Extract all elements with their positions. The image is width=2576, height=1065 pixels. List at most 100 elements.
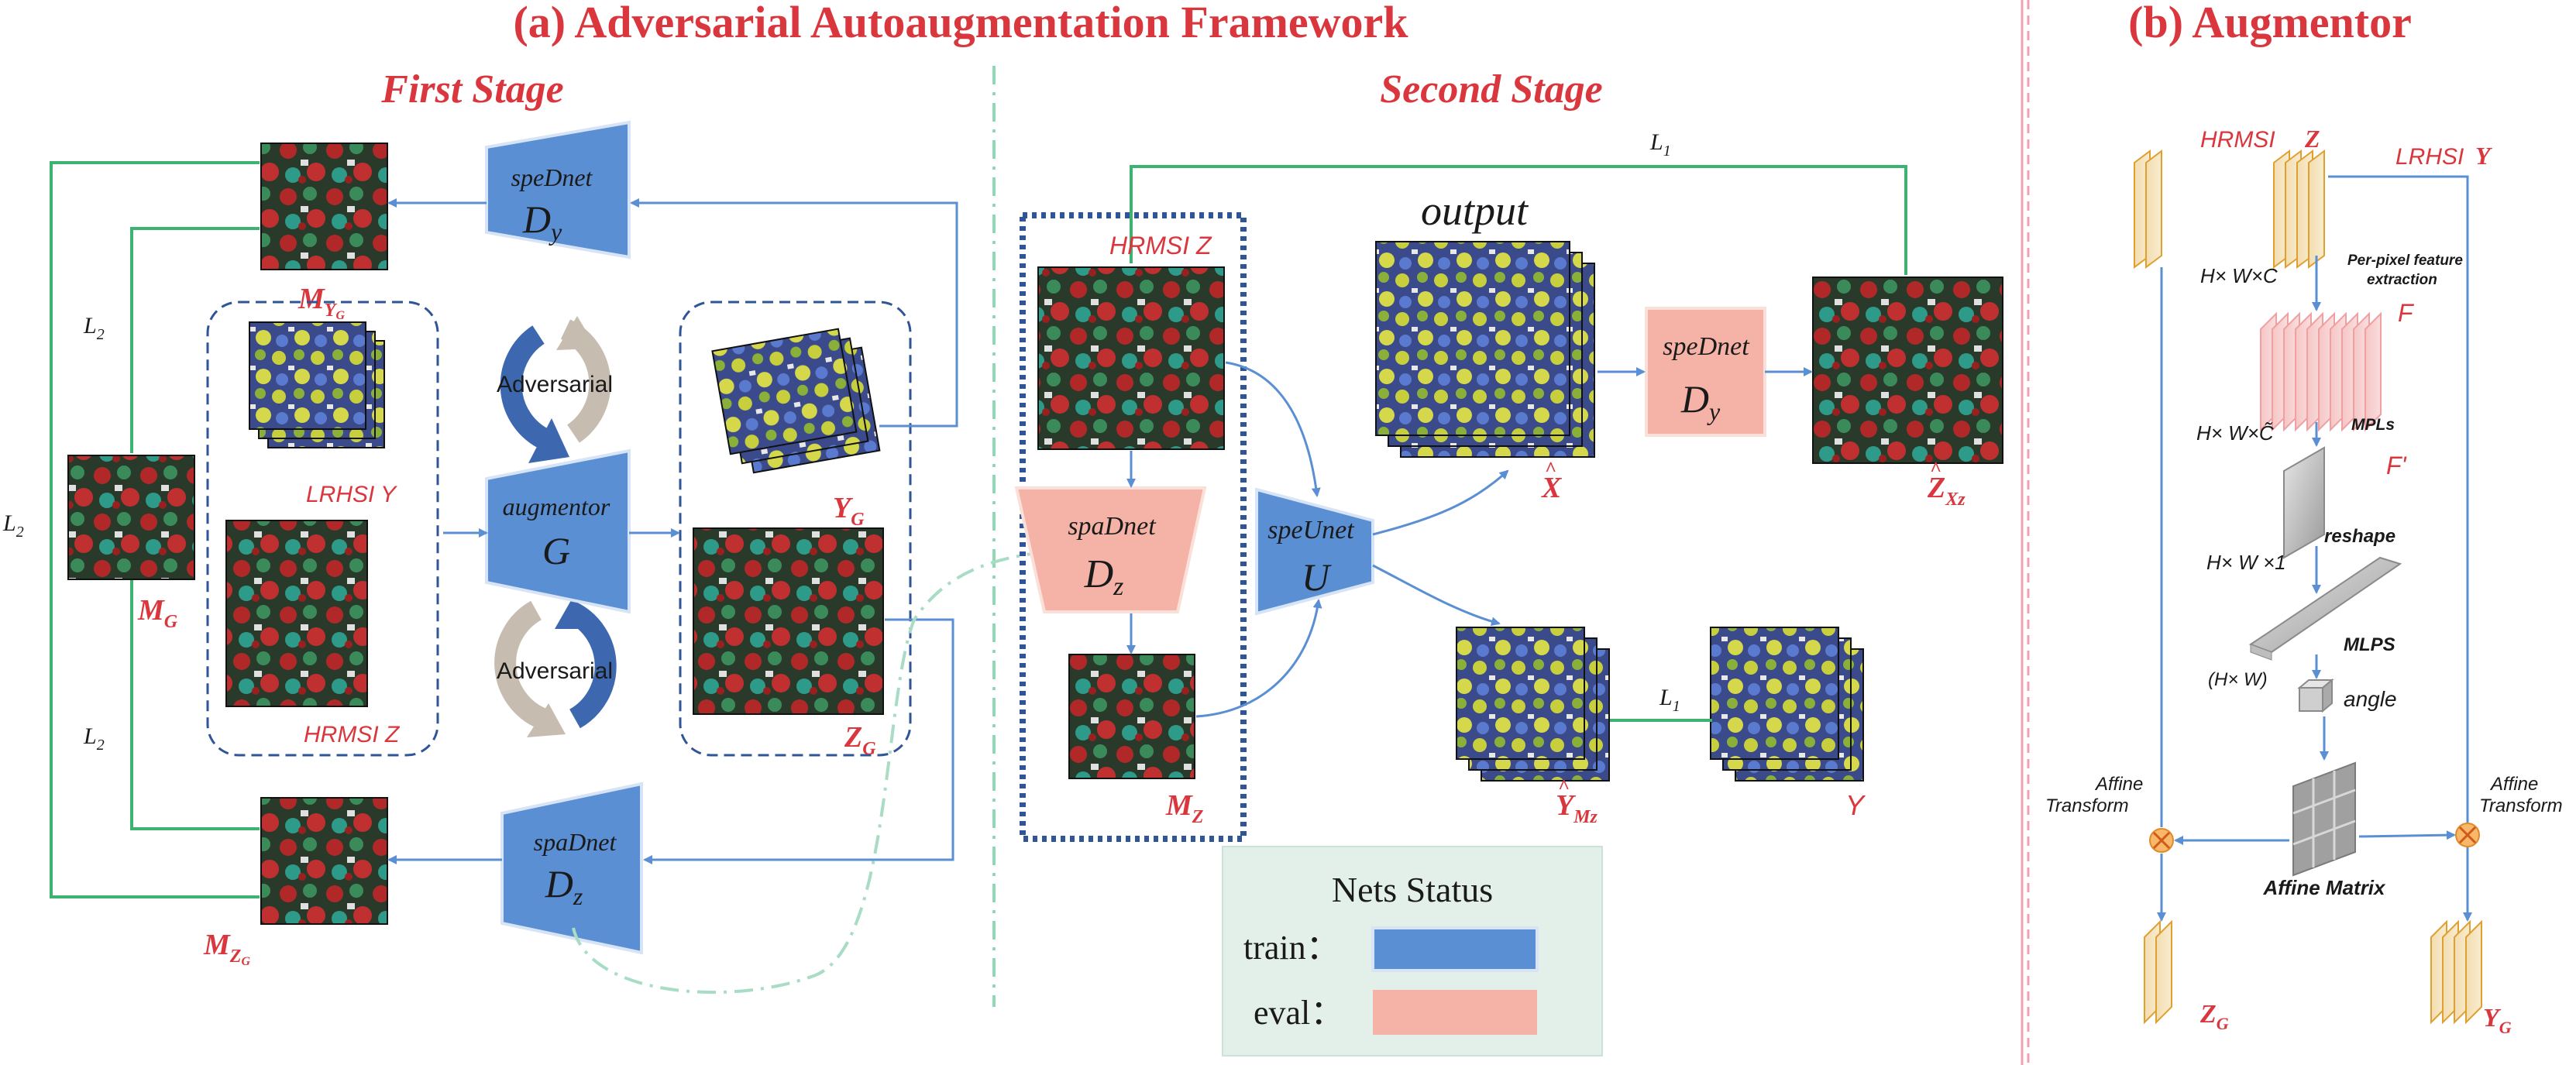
svg-text:spaDnet: spaDnet [1068, 512, 1157, 541]
legend-eval-swatch [1373, 990, 1537, 1035]
l1-top-label: L1 [1649, 129, 1671, 160]
spednet-dy-net[interactable]: speDnet Dy [485, 120, 631, 259]
legend-train-swatch [1371, 926, 1539, 972]
hrmsi-z-image-2 [1037, 266, 1225, 450]
affine-matrix-label: Affine Matrix [2263, 876, 2387, 899]
l2-label-top: L2 [83, 313, 105, 343]
output-label: output [1421, 187, 1529, 234]
z-hat-xz-label: ZXz [1927, 472, 1966, 510]
m-z-label: MZ [1165, 789, 1204, 827]
x-hat-stack [1375, 241, 1595, 458]
svg-text:train：: train： [1243, 929, 1340, 967]
spednet-dy-eval-net[interactable]: speDnet Dy [1645, 307, 1766, 437]
aug-lrhsi-var: Y [2475, 142, 2492, 170]
hrmsi-z-label-2: HRMSI Z [1109, 232, 1212, 259]
dim-hw-label: (H× W) [2208, 669, 2268, 690]
svg-text:Adversarial: Adversarial [497, 372, 613, 397]
per-pixel-label: Per-pixel feature [2347, 253, 2463, 269]
spadnet-dz-eval-net[interactable]: spaDnet Dz [1014, 486, 1207, 613]
svg-text:Dz: Dz [545, 862, 583, 910]
aug-yg-plates [2430, 919, 2482, 1025]
lrhsi-y-label: LRHSI Y [306, 482, 397, 507]
l1-top-line [1130, 165, 1907, 275]
dim-hwc-label: H× W×C [2200, 264, 2278, 287]
augmented-group-box [679, 301, 912, 757]
svg-text:Dy: Dy [1680, 377, 1721, 425]
first-stage-title: First Stage [380, 67, 564, 112]
x-hat-caret: ^ [1545, 458, 1556, 480]
y-hat-mz-label: YMz [1556, 789, 1598, 827]
l1-mid-label: L1 [1659, 685, 1680, 715]
aug-hrmsi-var: Z [2304, 125, 2320, 153]
svg-text:speDnet: speDnet [1663, 332, 1750, 361]
input-group-box [206, 301, 439, 757]
m-z-image [1068, 654, 1195, 779]
y-label: Y [1845, 789, 1866, 821]
m-zg-label: MZG [203, 929, 250, 968]
augmentor-g-net[interactable]: augmentor G [485, 448, 631, 614]
affine-left-2: Transform [2045, 795, 2129, 816]
aug-hrmsi-label: HRMSI [2200, 127, 2275, 153]
speunet-u-net[interactable]: speUnet U [1255, 487, 1374, 616]
aug-hrmsi-plates [2134, 149, 2162, 269]
augmentor-arrows [2157, 175, 2472, 922]
svg-text:speDnet: speDnet [511, 163, 593, 191]
svg-text:G: G [542, 529, 570, 572]
y-stack [1710, 627, 1864, 782]
m-yg-label: MYG [297, 283, 345, 322]
svg-text:Adversarial: Adversarial [497, 658, 613, 684]
svg-text:eval：: eval： [1254, 994, 1344, 1032]
adversarial-bottom: Adversarial [494, 596, 617, 737]
dim-hwc-tilde-label: H× W×C̃ [2196, 421, 2274, 445]
m-g-image [67, 455, 195, 580]
spadnet-dz-net[interactable]: spaDnet Dz [500, 782, 643, 955]
panel-b-title: (b) Augmentor [2128, 0, 2412, 47]
l2-loss-lines [50, 161, 260, 898]
svg-text:augmentor: augmentor [503, 493, 610, 520]
angle-label: angle [2344, 687, 2397, 711]
adversarial-top: Adversarial [497, 316, 613, 463]
first-stage-arrows [387, 198, 958, 864]
affine-right-1: Affine [2489, 774, 2538, 795]
lrhsi-stack [249, 321, 385, 448]
f-label: F [2398, 299, 2415, 327]
dim-hw1-label: H× W ×1 [2206, 551, 2286, 574]
m-zg-image [260, 797, 388, 925]
f-prime-slab [2283, 446, 2325, 559]
mlps-label: MLPS [2344, 634, 2395, 655]
m-g-label: MG [137, 594, 178, 632]
svg-text:U: U [1302, 555, 1332, 599]
m-yg-image [260, 143, 388, 270]
panel-a-title: (a) Adversarial Autoaugmentation Framewo… [513, 0, 1408, 47]
z-g-label: ZG [844, 721, 876, 759]
nets-status-legend: Nets Status train： eval： [1222, 846, 1603, 1056]
svg-text:spaDnet: spaDnet [534, 828, 617, 856]
svg-text:speUnet: speUnet [1267, 516, 1355, 545]
z-g-image [693, 527, 884, 715]
aug-zg-label: ZG [2199, 1000, 2229, 1033]
mpls-small-label: MPLs [2351, 416, 2395, 434]
affine-left-1: Affine [2094, 774, 2143, 795]
reshape-label: reshape [2324, 526, 2395, 547]
affine-matrix-grid [2292, 761, 2356, 877]
z-hat-caret: ^ [1930, 458, 1941, 480]
second-stage-arrows [1126, 361, 1813, 718]
stage-transfer-curve [572, 548, 1051, 995]
hrmsi-z-image [225, 520, 368, 707]
l2-label-left: L2 [2, 510, 24, 541]
z-hat-xz-image [1812, 277, 2003, 464]
svg-text:Dy: Dy [522, 198, 562, 246]
aug-zg-plates [2144, 919, 2172, 1025]
y-g-label: YG [833, 492, 865, 530]
aug-f-plates [2260, 311, 2382, 432]
affine-transform-left [2149, 828, 2174, 853]
f-prime-label: F' [2386, 452, 2408, 479]
angle-cube [2297, 678, 2334, 713]
x-hat-label: X [1541, 472, 1563, 504]
svg-text:Nets Status: Nets Status [1332, 870, 1493, 909]
eval-input-box [1020, 212, 1247, 842]
aug-lrhsi-plates [2273, 149, 2325, 269]
affine-transform-right [2455, 823, 2480, 847]
y-g-stack [711, 328, 881, 474]
y-hat-mz-stack [1456, 627, 1610, 782]
